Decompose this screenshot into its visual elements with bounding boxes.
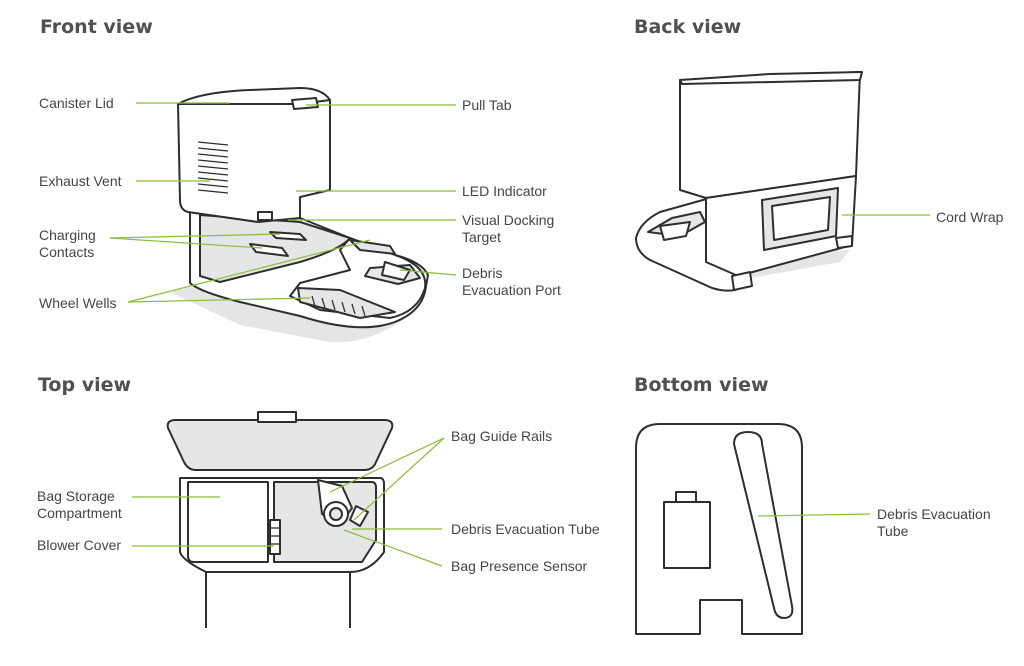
- label-top-debris-evacuation-tube: Debris Evacuation Tube: [451, 521, 600, 537]
- label-debris-evacuation-port: Debris Evacuation Port: [462, 265, 561, 299]
- label-blower-cover: Blower Cover: [37, 537, 122, 553]
- label-led-indicator: LED Indicator: [462, 183, 547, 199]
- label-exhaust-vent: Exhaust Vent: [39, 173, 122, 189]
- label-debris-evacuation-port-line1: Debris: [462, 265, 503, 281]
- label-bottom-debris-evacuation-tube-line2: Tube: [877, 523, 909, 539]
- top-leader-lines: [132, 437, 445, 567]
- label-bottom-debris-evacuation-tube-line1: Debris Evacuation: [877, 506, 991, 522]
- top-view-drawing: [166, 411, 394, 628]
- label-visual-docking-target-line2: Target: [462, 229, 501, 245]
- back-view-heading: Back view: [634, 16, 742, 38]
- front-view-drawing: [170, 87, 429, 343]
- front-leader-lines: [109, 102, 457, 303]
- bottom-view-drawing: [635, 423, 871, 635]
- label-wheel-wells: Wheel Wells: [39, 295, 117, 311]
- label-debris-evacuation-port-line2: Evacuation Port: [462, 282, 561, 298]
- label-cord-wrap: Cord Wrap: [936, 209, 1004, 225]
- label-charging-contacts-line1: Charging: [39, 227, 96, 243]
- label-bottom-debris-evacuation-tube: Debris Evacuation Tube: [877, 506, 991, 540]
- label-pull-tab: Pull Tab: [462, 97, 512, 113]
- label-bag-guide-rails: Bag Guide Rails: [451, 428, 553, 444]
- label-charging-contacts-line2: Contacts: [39, 244, 95, 260]
- top-view-heading: Top view: [38, 374, 132, 396]
- label-bag-storage-compartment: Bag Storage Compartment: [37, 488, 122, 522]
- label-charging-contacts: Charging Contacts: [39, 227, 96, 261]
- back-view-drawing: [635, 71, 930, 292]
- front-view-heading: Front view: [40, 16, 153, 38]
- label-bag-storage-compartment-line1: Bag Storage: [37, 488, 115, 504]
- label-visual-docking-target: Visual Docking Target: [462, 212, 554, 246]
- bottom-view-heading: Bottom view: [634, 374, 769, 396]
- label-bag-storage-compartment-line2: Compartment: [37, 505, 122, 521]
- label-bag-presence-sensor: Bag Presence Sensor: [451, 558, 588, 574]
- label-visual-docking-target-line1: Visual Docking: [462, 212, 555, 228]
- label-canister-lid: Canister Lid: [39, 95, 114, 111]
